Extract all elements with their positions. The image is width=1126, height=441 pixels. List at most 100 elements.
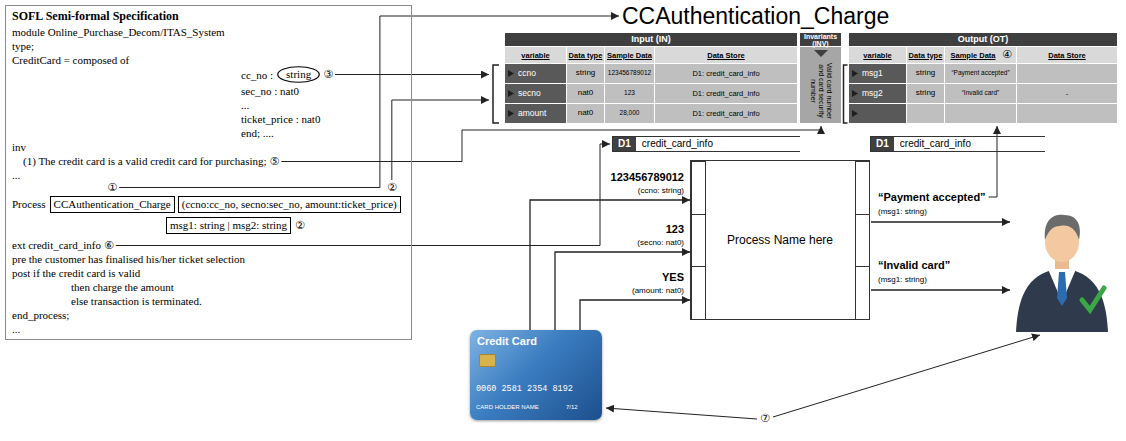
node-text: 7/12	[566, 403, 578, 411]
table-cell-bg	[567, 64, 604, 83]
variable-marker	[852, 90, 858, 97]
table-cell-bg	[1017, 64, 1117, 83]
output-flows	[871, 222, 1010, 290]
callout-number: ③	[323, 68, 333, 81]
flow-value: YES	[662, 270, 684, 284]
table-header: Output (OT)	[849, 33, 1117, 47]
leader-line	[392, 100, 489, 180]
table-subheader-bg	[605, 47, 654, 63]
data-flow-arrow	[580, 300, 690, 330]
diagram-title: CCAuthentication_Charge	[622, 2, 889, 30]
variable-marker	[508, 90, 514, 97]
table-cell-bg	[945, 64, 1016, 83]
output-flow-arrow	[871, 289, 1010, 290]
node-text: type;	[12, 40, 34, 53]
callout-number: ④	[1002, 48, 1012, 61]
node-text: ...	[12, 169, 20, 182]
node-text: (1) The credit card is a valid credit ca…	[23, 155, 267, 168]
table-variable-cell: msg2	[849, 84, 906, 103]
table-variable-cell: secno	[505, 84, 566, 103]
node-text: cc_no :	[241, 69, 273, 82]
table-subheader-bg	[945, 47, 1016, 63]
table-cell: string	[907, 64, 944, 83]
table-column-header: variable	[849, 47, 906, 64]
variable-marker	[852, 110, 858, 117]
variable-marker	[508, 110, 514, 117]
table-cell-bg	[567, 84, 604, 103]
table-cell-bg	[1017, 84, 1117, 103]
process-port	[855, 214, 870, 268]
table-variable-bg	[505, 64, 566, 83]
output-value: “Payment accepted”	[878, 190, 986, 204]
node-text: else transaction is terminated.	[71, 295, 202, 308]
table-header-bg	[800, 33, 841, 46]
flow-type: (msg1: string)	[878, 206, 927, 217]
customer-body	[1016, 268, 1108, 332]
process-port	[855, 161, 870, 215]
table-subheader-bg	[567, 47, 604, 63]
table-cell: 28,000	[605, 104, 654, 123]
flow-value: 123456789012	[611, 170, 684, 184]
table-subheader-bg	[1017, 47, 1117, 63]
table-variable-cell: msg1	[849, 64, 906, 83]
callout-number: ⑥	[104, 239, 114, 252]
callout-number: ①	[107, 181, 117, 194]
node-text: credit_card_info	[636, 137, 713, 151]
table-invariant-bg	[800, 47, 841, 123]
table-cell-bg	[605, 84, 654, 103]
table-markers	[508, 50, 858, 117]
flow-value: 123	[666, 222, 684, 236]
process-port	[691, 161, 706, 215]
table-cell-bg	[1017, 104, 1117, 123]
invariant-text: Valid card number and card security numb…	[809, 60, 833, 122]
leader-lines	[116, 16, 1040, 419]
table-cell: D1: credit_card_info	[655, 64, 797, 83]
node-text: inv	[12, 141, 26, 154]
table-cell-bg	[945, 104, 1016, 123]
node-text: CreditCard = composed of	[12, 54, 129, 67]
output-flow-arrow	[871, 221, 1010, 222]
table-cell: nat0	[567, 104, 604, 123]
callout-number: ⑦	[760, 412, 770, 425]
table-cell-bg	[945, 84, 1016, 103]
table-subheader-bg	[849, 47, 906, 63]
table-cell: 123	[605, 84, 654, 103]
table-cell-bg	[605, 104, 654, 123]
callout-number: ②	[387, 181, 397, 194]
node-text: D1	[871, 137, 894, 151]
data-store: D1credit_card_info	[612, 136, 800, 152]
card-chip	[479, 354, 496, 367]
table-variable-bg	[505, 84, 566, 103]
table-header-bg	[505, 33, 797, 46]
node-text: end; ....	[241, 127, 274, 140]
flow-type: (amount: nat0)	[632, 285, 684, 296]
leader-line	[773, 335, 1040, 417]
table-variable-bg	[849, 104, 906, 123]
table-subheader-bg	[655, 47, 797, 63]
node-text: 0060 2581 2354 8192	[476, 384, 573, 394]
type-ellipse: string	[277, 66, 320, 83]
output-parameter-box: msg1: string | msg2: string	[166, 217, 291, 234]
table-subheader-bg	[907, 47, 944, 63]
table-subheader-bg	[505, 47, 566, 63]
table-header-bg	[849, 33, 1117, 46]
customer-icon	[1016, 215, 1108, 332]
node-text: end_process;	[12, 309, 69, 322]
process-name-box: CCAuthentication_Charge	[50, 196, 175, 213]
callout-number: ②	[295, 219, 305, 232]
node-text: post if the credit card is valid	[12, 267, 140, 280]
table-cell: nat0	[567, 84, 604, 103]
table-cell-bg	[907, 64, 944, 83]
table-cell-bg	[655, 84, 797, 103]
table-cell-bg	[907, 104, 944, 123]
data-flow-arrow	[555, 252, 690, 330]
process-port	[691, 266, 706, 320]
table-cell-bg	[907, 84, 944, 103]
table-cell: “Payment accepted”	[945, 64, 1016, 83]
process-port	[691, 214, 706, 268]
table-column-header: Data Store	[655, 47, 797, 64]
table-cell: D1: credit_card_info	[655, 84, 797, 103]
output-value: “Invalid card”	[878, 258, 950, 272]
table-column-header: Sample Data	[605, 47, 654, 64]
node-text: module Online_Purchase_Decom/ITAS_System	[12, 26, 225, 39]
